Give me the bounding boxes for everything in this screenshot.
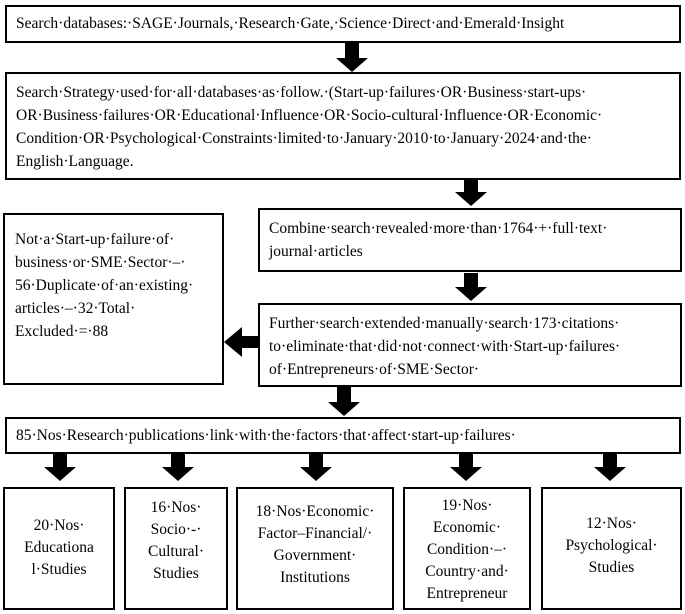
category-line: Studies [588, 559, 635, 576]
arrow-down-icon [328, 387, 360, 416]
combine-search-line: journal·articles [269, 243, 363, 260]
search-strategy-line: Search·Strategy·used·for·all·databases·a… [16, 84, 587, 101]
publications-box: 85·Nos·Research·publications·link·with·t… [5, 417, 681, 454]
arrow-down-icon [450, 453, 482, 481]
arrow-down-icon [300, 453, 332, 481]
arrow-down-icon [44, 453, 76, 481]
category-line: Studies [153, 565, 199, 582]
search-strategy-line: English·Language. [16, 153, 134, 170]
further-search-line: of·Entrepreneurs·of·SME·Sector· [269, 361, 480, 378]
category-educational-box: 20·Nos· Educationa l·Studies [3, 487, 115, 610]
arrow-down-icon [594, 453, 626, 481]
arrow-down-icon [336, 42, 368, 72]
category-line: 16·Nos· [150, 499, 202, 516]
combine-search-box: Combine·search·revealed·more·than·1764·+… [258, 208, 682, 272]
arrow-down-icon [162, 453, 194, 481]
category-line: 19·Nos· [441, 497, 493, 514]
category-economic-factor-box: 18·Nos·Economic· Factor–Financial/· Gove… [236, 487, 394, 610]
excluded-line: Excluded·=·88 [15, 323, 109, 340]
category-line: Institutions [280, 569, 350, 586]
category-socio-cultural-box: 16·Nos· Socio·-· Cultural· Studies [124, 487, 228, 610]
category-line: Country·and· [425, 563, 509, 580]
arrow-down-icon [455, 273, 487, 301]
category-psychological-box: 12·Nos· Psychological· Studies [541, 487, 682, 610]
category-line: Government· [273, 547, 357, 564]
excluded-line: 56·Duplicate·of·an·existing· [15, 277, 194, 294]
category-line: Cultural· [148, 543, 204, 560]
category-line: Entrepreneur [426, 585, 508, 602]
category-line: 18·Nos·Economic· [255, 503, 375, 520]
further-search-line: Further·search·extended·manually·search·… [269, 315, 620, 332]
search-strategy-box: Search·Strategy·used·for·all·databases·a… [5, 72, 681, 180]
category-line: Economic· [432, 519, 501, 536]
further-search-box: Further·search·extended·manually·search·… [258, 303, 682, 387]
category-line: Socio·-· [150, 521, 202, 538]
excluded-line: articles·–·32·Total· [15, 300, 136, 317]
excluded-box: Not·a·Start-up·failure·of· business·or·S… [3, 213, 224, 385]
arrow-left-icon [224, 327, 262, 357]
excluded-line: Not·a·Start-up·failure·of· [15, 231, 175, 248]
category-line: 12·Nos· [586, 515, 637, 532]
excluded-line: business·or·SME·Sector·–· [15, 254, 186, 271]
further-search-line: to·eliminate·that·did·not·connect·with·S… [269, 338, 621, 355]
category-line: Psychological· [565, 537, 658, 554]
search-strategy-line: Condition·OR·Psychological·Constraints·l… [16, 130, 592, 147]
category-line: Condition·–· [426, 541, 508, 558]
category-economic-condition-box: 19·Nos· Economic· Condition·–· Country·a… [403, 487, 531, 610]
publications-text: 85·Nos·Research·publications·link·with·t… [16, 427, 516, 444]
category-line: 20·Nos· [33, 517, 85, 534]
category-line: Educationa [24, 539, 94, 556]
combine-search-line: Combine·search·revealed·more·than·1764·+… [269, 220, 608, 237]
arrow-down-icon [455, 180, 487, 206]
category-line: l·Studies [31, 561, 87, 578]
category-line: Factor–Financial/· [257, 525, 373, 542]
search-strategy-line: OR·Business·failures·OR·Educational·Infl… [16, 107, 603, 124]
search-databases-box: Search·databases:·SAGE·Journals,·Researc… [5, 5, 681, 43]
search-databases-text: Search·databases:·SAGE·Journals,·Researc… [16, 15, 565, 32]
